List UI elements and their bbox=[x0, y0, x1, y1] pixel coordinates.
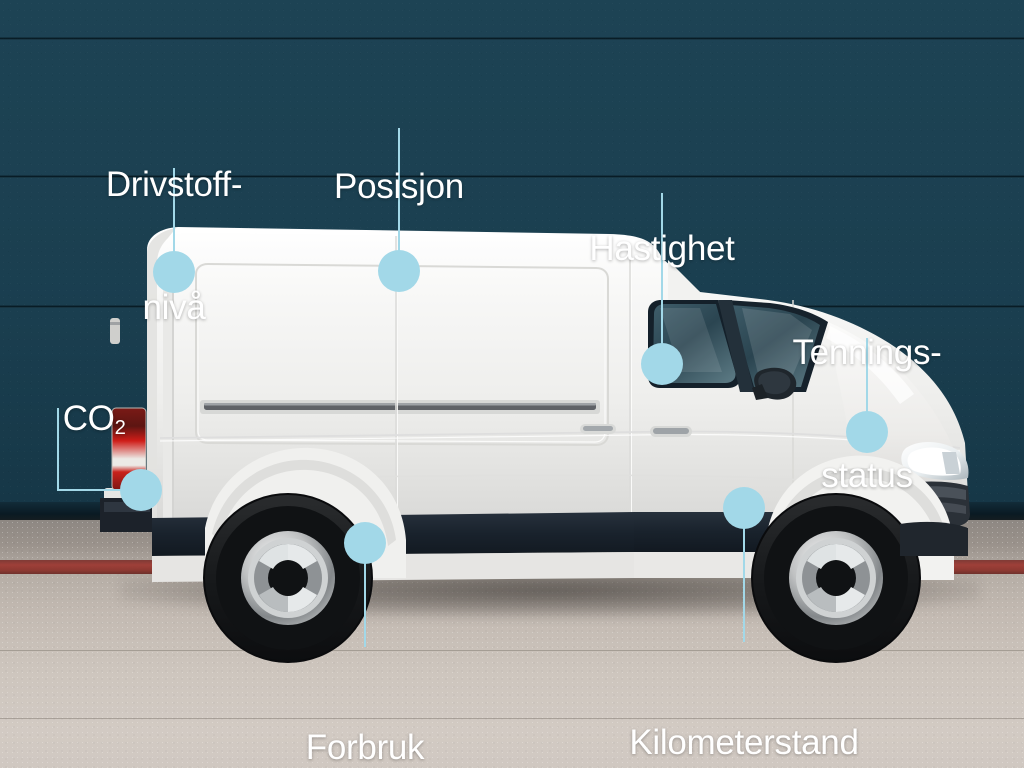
marker-dot-kilometerstand[interactable] bbox=[723, 487, 765, 529]
callout-label-hastighet-text: Hastighet bbox=[589, 229, 735, 268]
callout-label-kilometerstand-text: Kilometerstand bbox=[629, 723, 859, 762]
leader-line-forbruk bbox=[364, 561, 366, 647]
callout-label-co2: CO2 bbox=[25, 357, 126, 486]
callout-label-forbruk-text: Forbruk bbox=[305, 728, 425, 767]
callout-label-posisjon-text: Posisjon bbox=[334, 167, 464, 206]
leader-line-co2-horizontal bbox=[57, 489, 129, 491]
marker-dot-co2[interactable] bbox=[120, 469, 162, 511]
pavement-joint-2 bbox=[0, 718, 1024, 719]
marker-dot-hastighet[interactable] bbox=[641, 343, 683, 385]
wall-seam-2 bbox=[0, 175, 1024, 178]
callout-label-co2-main: CO bbox=[62, 399, 115, 438]
leader-line-hastighet bbox=[661, 193, 663, 346]
leader-line-posisjon bbox=[398, 128, 400, 253]
callout-label-drivstoff-line2: nivå bbox=[142, 288, 206, 327]
callout-label-tennings-line2: status bbox=[821, 456, 913, 495]
marker-dot-forbruk[interactable] bbox=[344, 522, 386, 564]
pavement-joint-1 bbox=[0, 650, 1024, 651]
leader-line-co2-vertical bbox=[57, 408, 59, 490]
callout-label-tennings-line1: Tennings- bbox=[792, 333, 942, 372]
callout-label-drivstoff-line1: Drivstoff- bbox=[105, 165, 243, 204]
callout-label-co2-subscript: 2 bbox=[114, 417, 126, 440]
callout-label-posisjon: Posisjon bbox=[249, 84, 549, 289]
leader-line-tenningsstatus bbox=[866, 338, 868, 414]
callout-label-hastighet: Hastighet bbox=[512, 146, 812, 351]
leader-line-kilometerstand bbox=[743, 526, 745, 642]
wall-seam-1 bbox=[0, 37, 1024, 40]
callout-label-forbruk: Forbruk bbox=[215, 645, 515, 768]
marker-dot-posisjon[interactable] bbox=[378, 250, 420, 292]
callout-label-kilometerstand: Kilometerstand bbox=[594, 640, 894, 768]
marker-dot-tenningsstatus[interactable] bbox=[846, 411, 888, 453]
callout-label-drivstoff-niva: Drivstoff- nivå bbox=[24, 82, 324, 410]
leader-line-drivstoff bbox=[173, 168, 175, 254]
callout-label-tenningsstatus: Tennings- status bbox=[717, 250, 1017, 578]
marker-dot-drivstoff-niva[interactable] bbox=[153, 251, 195, 293]
